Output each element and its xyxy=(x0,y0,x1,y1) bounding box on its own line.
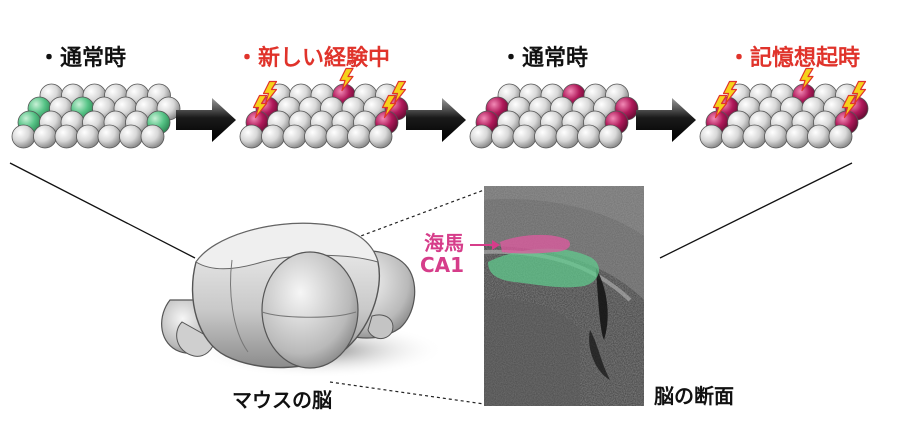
zoom-line xyxy=(329,381,485,405)
title-recall: ・記憶想起時 xyxy=(728,46,861,71)
title-normal-1: ・通常時 xyxy=(38,46,127,71)
cell xyxy=(534,124,558,149)
cell-panel-new-experience xyxy=(239,67,409,149)
cell xyxy=(828,124,853,149)
brain-section-image xyxy=(470,186,644,406)
title-normal-2: ・通常時 xyxy=(500,46,589,71)
cell xyxy=(239,124,264,149)
arrow-icon xyxy=(636,98,696,142)
mouse-brain-illustration xyxy=(161,222,445,378)
cell-panel-normal-1 xyxy=(11,83,181,149)
cell xyxy=(97,124,122,149)
hippocampus-label-line1: 海馬 xyxy=(424,231,465,255)
cell xyxy=(577,124,601,149)
cell xyxy=(785,124,810,149)
cell xyxy=(304,124,328,149)
cell xyxy=(261,124,285,149)
cell xyxy=(33,124,57,149)
connector-line xyxy=(659,162,853,259)
title-new-experience: ・新しい経験中 xyxy=(236,46,391,71)
cell xyxy=(512,124,537,149)
connector-line xyxy=(9,162,196,259)
cell xyxy=(491,124,515,149)
cell xyxy=(140,124,165,149)
cell xyxy=(76,124,100,149)
cell xyxy=(469,124,494,149)
cell xyxy=(721,124,745,149)
cell xyxy=(555,124,580,149)
hippocampus-overlay xyxy=(488,248,599,288)
cell xyxy=(598,124,623,149)
cell xyxy=(119,124,143,149)
cell xyxy=(368,124,393,149)
hippocampus-label-line2: CA1 xyxy=(420,253,465,277)
hippocampus-label: 海馬 CA1 xyxy=(420,232,464,276)
cell xyxy=(764,124,788,149)
ca1-overlay xyxy=(500,234,571,254)
arrow-icon xyxy=(176,98,236,142)
cell xyxy=(325,124,350,149)
cell-panel-normal-2 xyxy=(469,83,639,149)
cell xyxy=(347,124,371,149)
cell xyxy=(282,124,307,149)
cell xyxy=(742,124,767,149)
cell xyxy=(11,124,36,149)
brain-section-caption: 脳の断面 xyxy=(654,384,734,408)
mouse-brain-caption: マウスの脳 xyxy=(232,388,332,412)
cell xyxy=(807,124,831,149)
cell-panel-recall xyxy=(699,67,869,149)
cell xyxy=(54,124,79,149)
arrow-icon xyxy=(406,98,466,142)
cell xyxy=(699,124,724,149)
